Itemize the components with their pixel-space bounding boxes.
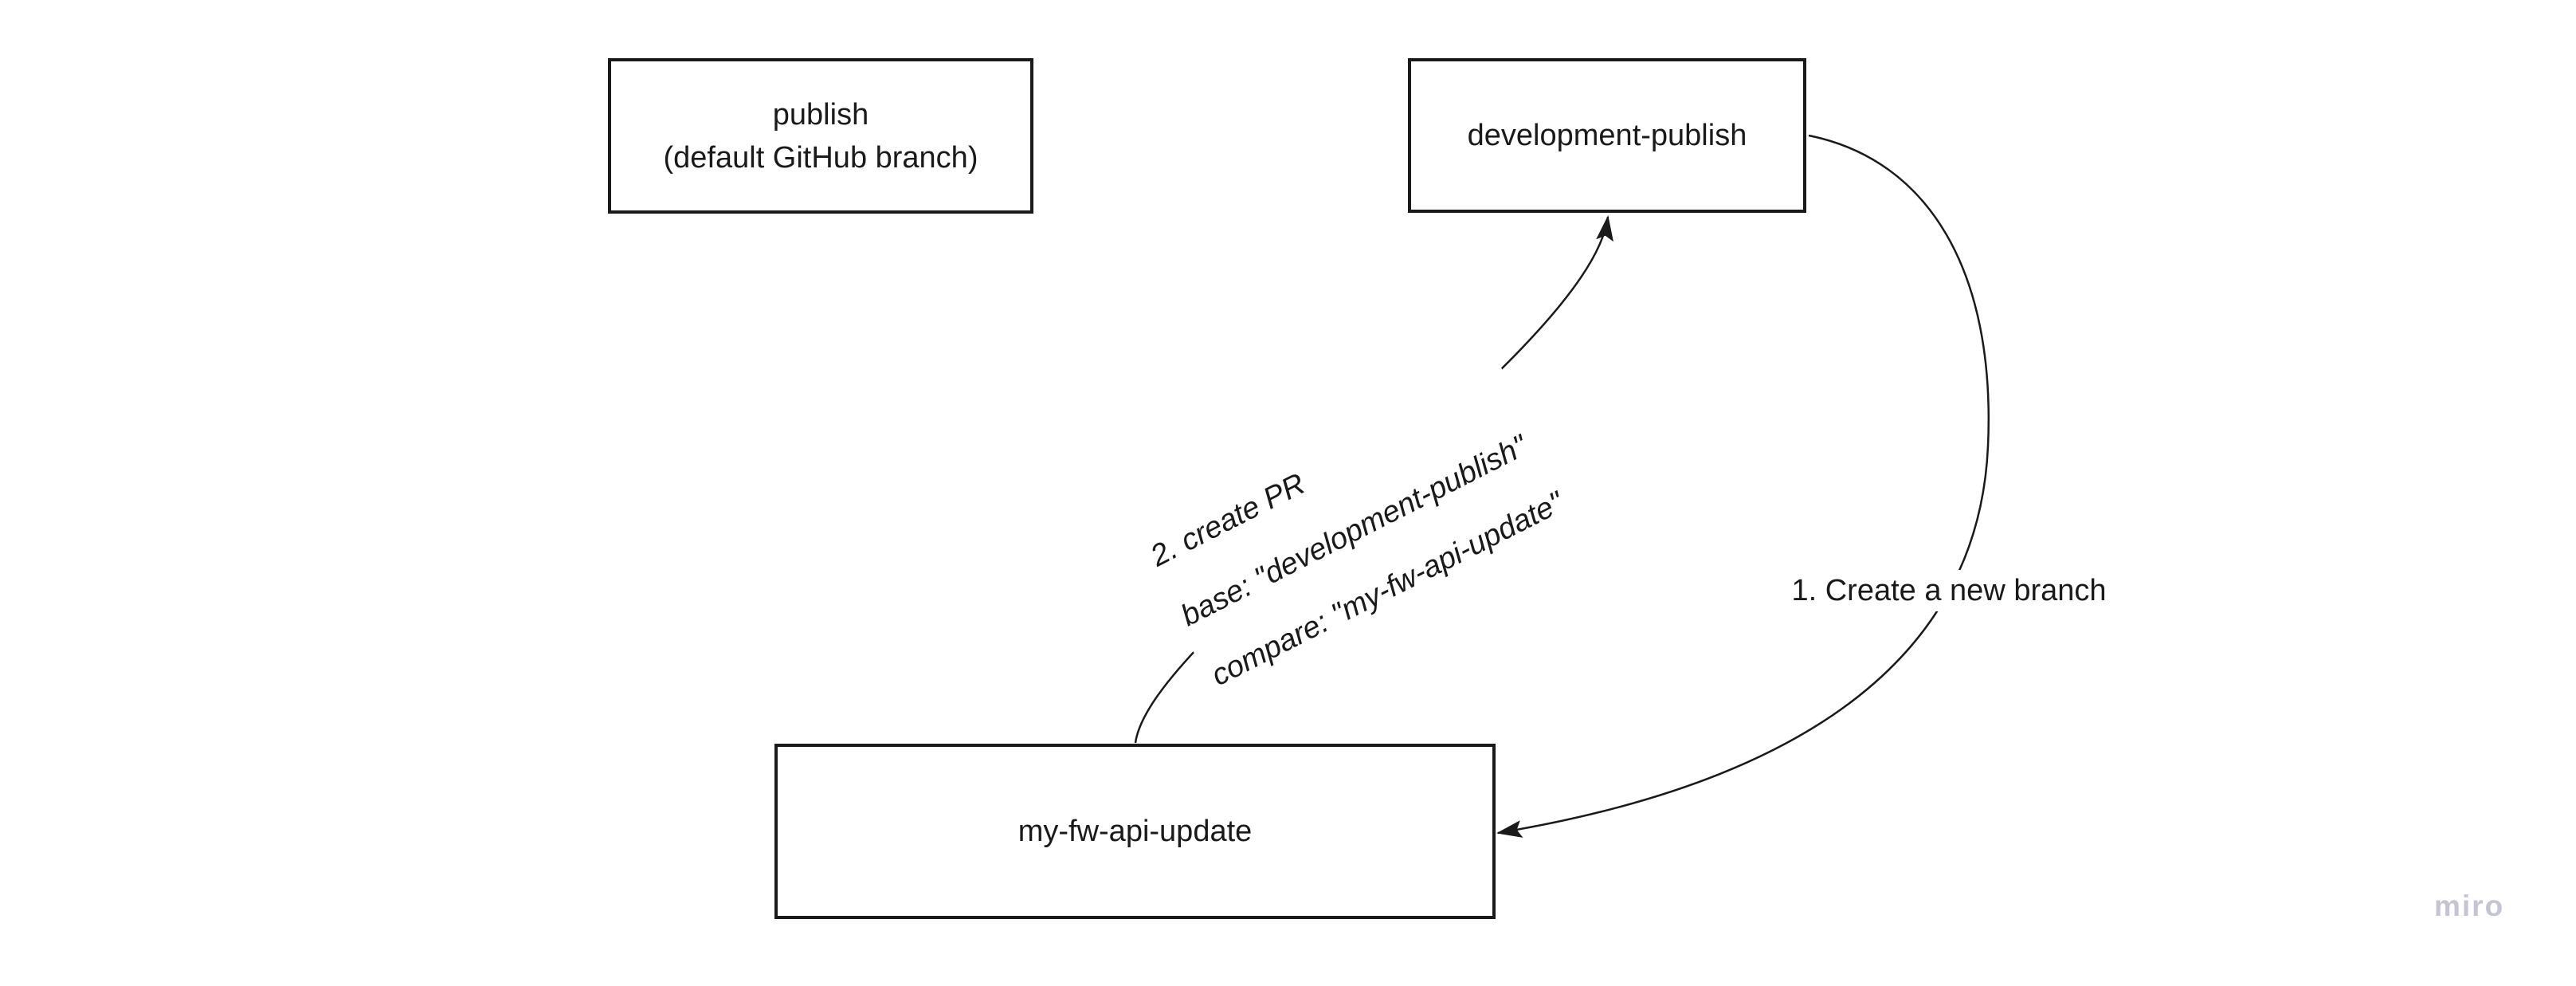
node-development-publish[interactable]: development-publish <box>1408 58 1806 213</box>
node-development-publish-label: development-publish <box>1467 119 1747 152</box>
connector-create-new-branch[interactable] <box>1496 134 1990 838</box>
node-publish-label-line1: publish <box>772 97 869 132</box>
node-publish-label-line2: (default GitHub branch) <box>663 140 978 175</box>
node-my-fw-api-update-label: my-fw-api-update <box>1017 815 1253 848</box>
label-create-new-branch[interactable]: 1. Create a new branch <box>1780 570 2118 611</box>
node-publish-branch[interactable]: publish (default GitHub branch) <box>608 58 1033 214</box>
node-my-fw-api-update[interactable]: my-fw-api-update <box>774 744 1496 919</box>
miro-watermark-logo: miro <box>2434 890 2505 922</box>
